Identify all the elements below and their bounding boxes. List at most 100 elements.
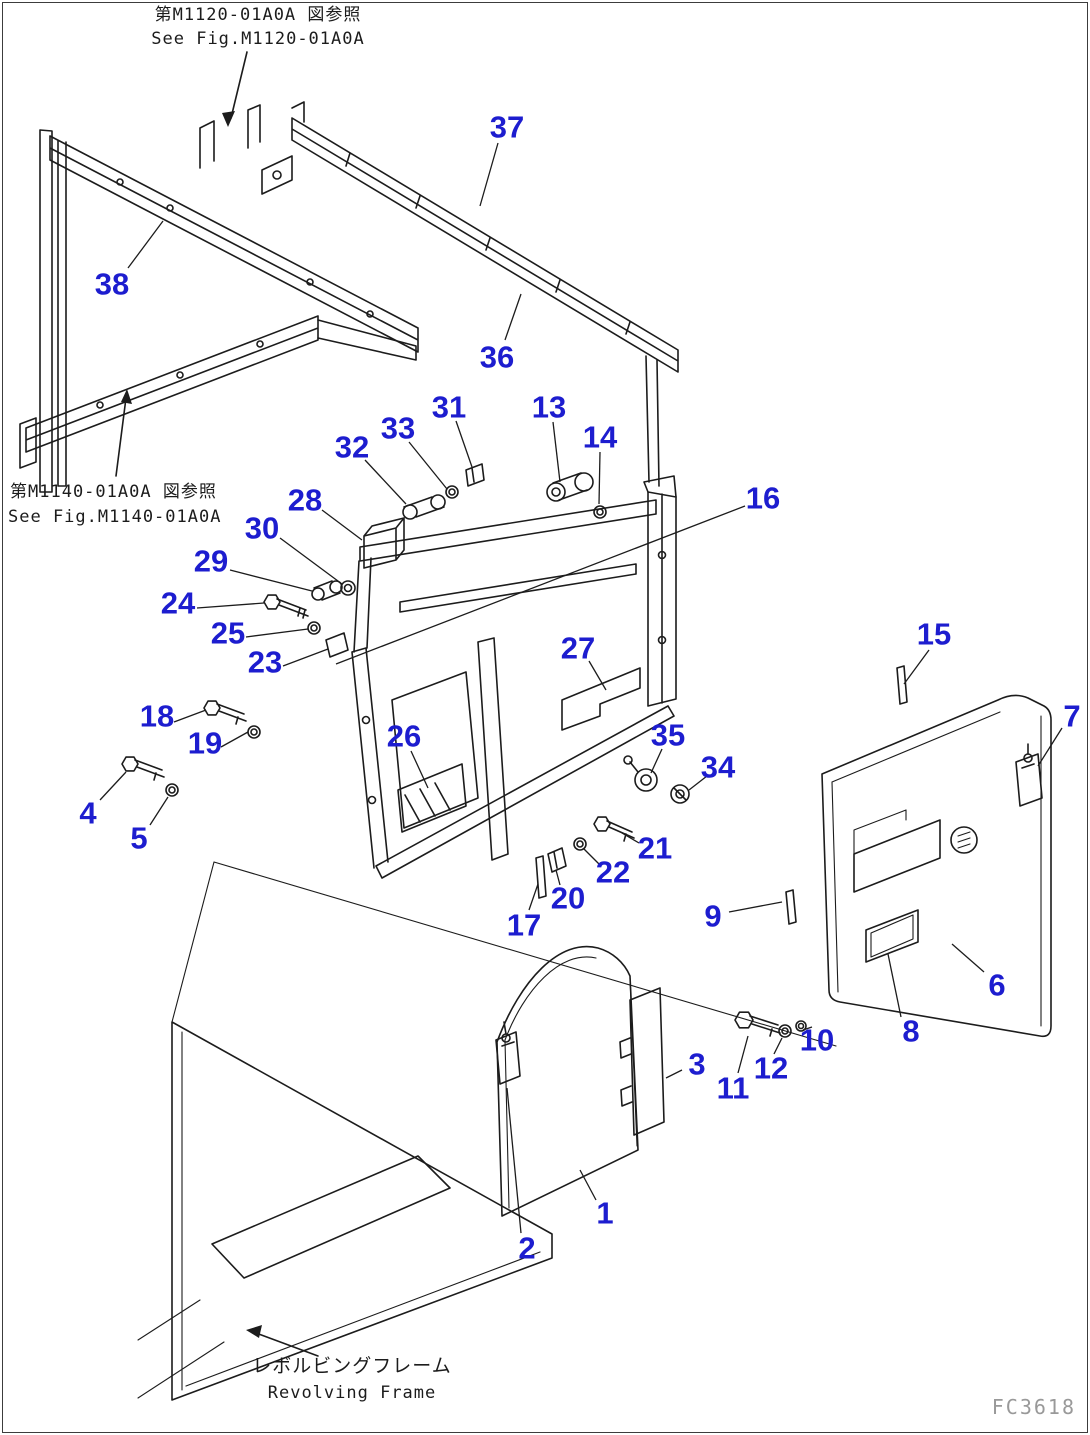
revolving-frame-label-jp: レボルビングフレーム [252,1355,451,1377]
leader-line-3 [665,1069,683,1079]
leader-line-18 [173,709,207,723]
part-callout-24: 24 [161,586,196,621]
leader-line-33 [408,441,448,490]
part-callout-20: 20 [551,881,585,916]
part-callout-38: 38 [95,267,129,302]
part-callout-4: 4 [79,796,97,831]
part-callout-1: 1 [596,1196,613,1231]
leader-line-10 [802,1026,813,1031]
leader-line-16 [335,505,746,665]
leader-line-27 [588,660,607,691]
part-callout-26: 26 [387,719,421,754]
left-reference-arrowhead [121,389,132,404]
part-callout-34: 34 [701,750,736,785]
part-callout-22: 22 [596,855,630,890]
part-callout-19: 19 [188,726,222,761]
leader-line-20 [555,869,561,886]
door-panel-6 [821,694,1052,1038]
leader-line-34 [688,775,708,791]
leader-line-29 [229,569,313,592]
leader-line-37 [479,142,499,207]
leader-line-30 [279,537,343,585]
left-reference-jp: 第M1140-01A0A 図参照 [10,482,217,502]
part-callout-12: 12 [754,1051,788,1086]
top-rail-37-36 [291,101,679,487]
small-parts [121,463,908,1038]
revolving-frame-label-en: Revolving Frame [268,1383,437,1403]
part-number-callouts: 1234567891011121314151617181920212223242… [79,110,1080,1266]
leader-line-8 [887,953,902,1018]
leader-line-1 [579,1169,597,1201]
leader-line-11 [737,1035,749,1074]
part-callout-37: 37 [490,110,524,145]
leader-line-19 [220,731,249,748]
part-callout-15: 15 [917,617,951,652]
part-callout-8: 8 [902,1014,919,1049]
part-callout-21: 21 [638,831,672,866]
leader-line-23 [282,648,329,667]
part-callout-16: 16 [746,481,780,516]
brand-emblem [950,826,978,854]
part-callout-23: 23 [248,645,282,680]
part-callout-32: 32 [335,430,369,465]
part-callout-9: 9 [704,899,721,934]
frame-label-arrowhead [246,1325,262,1338]
part-callout-27: 27 [561,631,595,666]
part-callout-13: 13 [532,390,566,425]
leader-line-12 [773,1037,783,1055]
callout-leader-lines [99,142,1063,1234]
part-callout-17: 17 [507,908,541,943]
leader-line-32 [364,459,407,505]
leader-line-13 [552,421,561,483]
part-callout-14: 14 [583,420,618,455]
leader-line-7 [1037,727,1063,767]
leader-line-26 [410,750,429,789]
leader-line-25 [245,628,309,638]
leader-line-22 [583,848,600,865]
part-callout-33: 33 [381,411,415,446]
line-art [19,51,1052,1401]
leader-line-9 [728,901,783,913]
part-callout-30: 30 [245,511,279,546]
leader-line-5 [149,796,169,826]
leader-line-21 [621,832,640,844]
leader-line-4 [99,771,127,801]
cross-rail-m1140 [19,315,417,469]
leader-line-35 [650,748,663,774]
top-reference-en: See Fig.M1120-01A0A [151,29,364,49]
left-reference-en: See Fig.M1140-01A0A [8,507,221,527]
top-reference-arrowhead [222,111,235,127]
part-callout-29: 29 [194,544,228,579]
top-reference-jp: 第M1120-01A0A 図参照 [155,5,362,25]
door-hinge-7 [1015,743,1043,807]
part-callout-3: 3 [688,1047,705,1082]
part-callout-31: 31 [432,390,466,425]
part-callout-11: 11 [717,1071,750,1106]
part-callout-5: 5 [130,821,147,856]
leader-line-28 [321,509,363,541]
part-callout-2: 2 [518,1231,535,1266]
panel-hinge-2 [495,1021,521,1085]
leader-line-38 [127,220,164,269]
leader-line-2 [506,1087,522,1234]
main-frame [351,475,677,879]
leader-line-17 [528,883,539,911]
part-callout-35: 35 [651,718,685,753]
leader-line-24 [196,602,265,609]
part-callout-10: 10 [800,1023,834,1058]
drawing-code: FC3618 [992,1395,1076,1419]
leader-line-15 [903,649,930,685]
part-callout-28: 28 [288,483,322,518]
part-callout-6: 6 [988,968,1005,1003]
reference-arrows [115,51,319,1357]
leader-line-36 [504,293,522,341]
leader-line-14 [598,451,601,505]
leader-line-31 [455,420,473,468]
part-callout-7: 7 [1063,699,1080,734]
part-callout-36: 36 [480,340,514,375]
bottom-panels [495,945,665,1217]
part-callout-18: 18 [140,699,174,734]
